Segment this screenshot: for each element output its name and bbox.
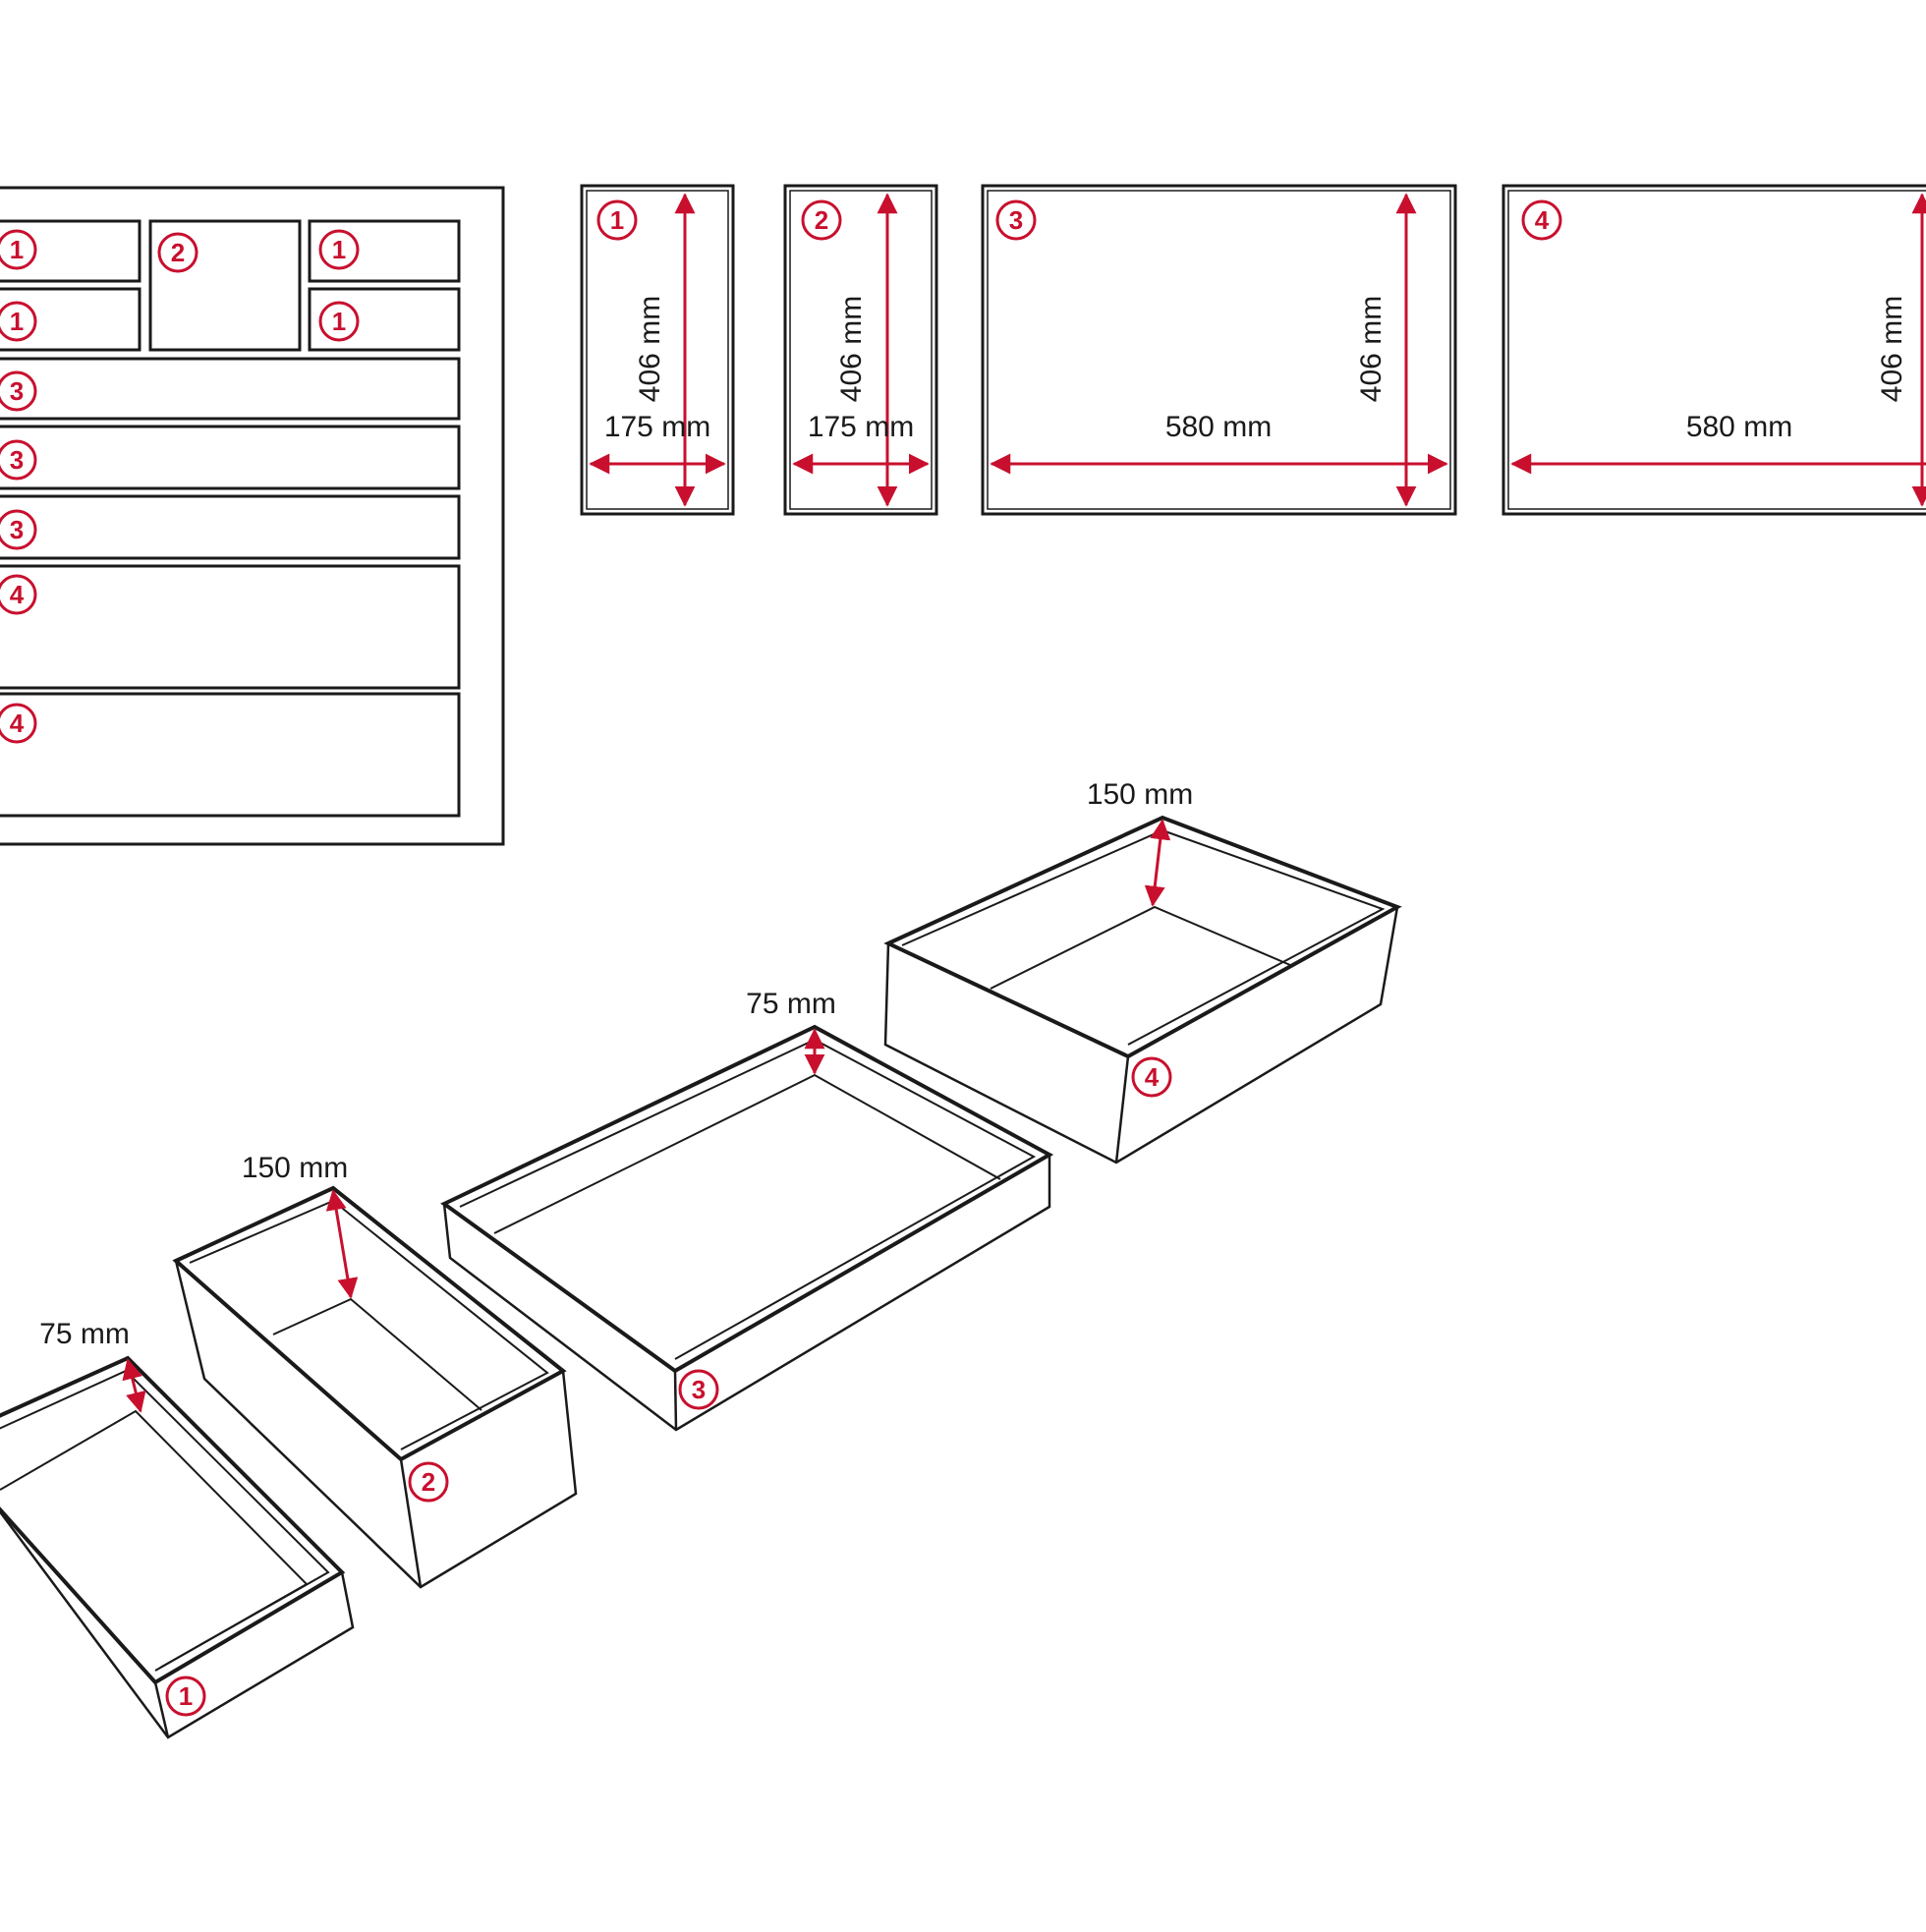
svg-text:3: 3 (10, 376, 24, 406)
height-label: 406 mm (1355, 296, 1388, 402)
plan-cell-1d (308, 287, 461, 352)
svg-text:3: 3 (10, 515, 24, 544)
svg-text:1: 1 (179, 1681, 193, 1711)
svg-text:3: 3 (692, 1375, 706, 1404)
plan-badge: 3 (0, 509, 37, 550)
plan-cell-1c (308, 219, 461, 283)
footprint-2: 406 mm 175 mm 2 (783, 184, 938, 516)
depth-label: 150 mm (242, 1152, 348, 1184)
plan-cell-1b (0, 287, 142, 352)
svg-text:1: 1 (332, 307, 346, 336)
svg-text:4: 4 (1145, 1062, 1160, 1092)
depth-label: 150 mm (1087, 778, 1193, 811)
footprint-badge: 4 (1521, 199, 1562, 241)
plan-badge: 1 (318, 301, 360, 342)
plan-badge: 1 (0, 229, 37, 270)
plan-badge: 4 (0, 703, 37, 744)
svg-text:3: 3 (10, 445, 24, 475)
tray-2: 150 mm 2 (172, 1152, 578, 1589)
height-label: 406 mm (1876, 296, 1908, 402)
plan-cell-1a (0, 219, 142, 283)
plan-outer-frame (0, 186, 505, 846)
plan-badge: 4 (0, 574, 37, 615)
double-headed-arrow-icon (122, 1358, 146, 1413)
plan-cell-3a (0, 357, 461, 421)
svg-text:3: 3 (1009, 205, 1023, 235)
depth-label: 75 mm (39, 1318, 130, 1350)
tray-4: 150 mm 4 (883, 778, 1402, 1165)
svg-text:2: 2 (171, 238, 185, 267)
layout-plan: 1 1 2 1 1 3 3 3 4 4 (0, 186, 505, 846)
svg-text:2: 2 (422, 1467, 435, 1497)
footprint-badge: 3 (995, 199, 1037, 241)
plan-badge: 2 (157, 232, 198, 273)
footprint-1: 406 mm 175 mm 1 (580, 184, 735, 516)
plan-cell-4b (0, 692, 461, 818)
tray-3: 75 mm 3 (440, 988, 1054, 1432)
footprint-badge: 1 (596, 199, 638, 241)
tray-badge: 1 (165, 1676, 206, 1717)
plan-cell-3b (0, 425, 461, 490)
tray-1: 75 mm 1 (0, 1318, 355, 1739)
plan-badge: 1 (0, 301, 37, 342)
svg-text:1: 1 (332, 235, 346, 264)
svg-text:4: 4 (10, 709, 25, 738)
footprint-3: 406 mm 580 mm 3 (981, 184, 1457, 516)
plan-badge: 3 (0, 439, 37, 481)
width-label: 175 mm (604, 411, 710, 443)
width-label: 580 mm (1165, 411, 1272, 443)
height-label: 406 mm (835, 296, 868, 402)
plan-cell-4a (0, 564, 461, 690)
width-label: 175 mm (808, 411, 914, 443)
tray-badge: 2 (408, 1461, 449, 1503)
width-label: 580 mm (1686, 411, 1792, 443)
plan-cell-2 (148, 219, 302, 352)
footprint-badge: 2 (801, 199, 842, 241)
svg-text:4: 4 (1535, 205, 1550, 235)
plan-badge: 1 (318, 229, 360, 270)
svg-text:1: 1 (610, 205, 624, 235)
plan-cell-3c (0, 494, 461, 560)
svg-text:4: 4 (10, 580, 25, 609)
svg-text:1: 1 (10, 307, 24, 336)
plan-badge: 3 (0, 370, 37, 412)
depth-label: 75 mm (746, 988, 836, 1020)
tray-badge: 4 (1131, 1056, 1172, 1098)
svg-text:1: 1 (10, 235, 24, 264)
height-label: 406 mm (634, 296, 666, 402)
tray-badge: 3 (678, 1369, 719, 1410)
footprint-4: 406 mm 580 mm 4 (1501, 184, 1926, 516)
double-headed-arrow-icon (325, 1189, 359, 1299)
svg-text:2: 2 (815, 205, 828, 235)
double-headed-arrow-icon (1144, 819, 1171, 907)
